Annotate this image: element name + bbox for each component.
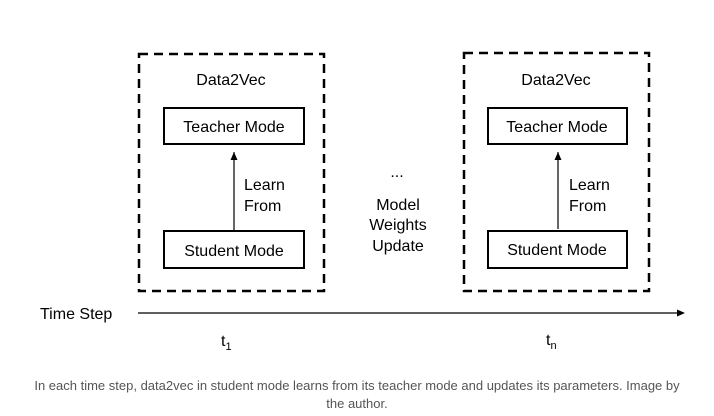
tick-subscript-first: 1 xyxy=(225,341,231,353)
learn-from-arrowhead xyxy=(554,152,562,160)
time-step-panel-first: Data2Vec Teacher Mode Learn From Student… xyxy=(137,52,326,293)
panel-title: Data2Vec xyxy=(196,72,265,89)
from-label: From xyxy=(244,198,281,215)
panel-dashed-border xyxy=(137,52,326,293)
student-mode-label: Student Mode xyxy=(184,243,284,260)
teacher-mode-box xyxy=(163,107,305,145)
tick-subscript-last: n xyxy=(550,340,556,352)
weights-label: Weights xyxy=(369,217,427,234)
model-weights-update-note: ... Model Weights Update xyxy=(369,164,427,255)
figure-caption: In each time step, data2vec in student m… xyxy=(0,377,714,413)
time-step-panel-last: Data2Vec Teacher Mode Learn From Student… xyxy=(462,51,651,293)
caption-line-2: the author. xyxy=(326,396,388,411)
update-label: Update xyxy=(372,238,424,255)
ellipsis: ... xyxy=(390,164,403,181)
student-mode-box xyxy=(487,230,628,269)
teacher-mode-label: Teacher Mode xyxy=(183,119,284,136)
model-label: Model xyxy=(376,197,420,214)
timeline: Time Step t1 tn xyxy=(40,306,685,353)
teacher-mode-label: Teacher Mode xyxy=(506,119,607,136)
time-step-label: Time Step xyxy=(40,306,112,323)
teacher-mode-box xyxy=(487,107,628,145)
student-mode-box xyxy=(163,230,305,269)
student-mode-label: Student Mode xyxy=(507,242,607,259)
caption-line-1: In each time step, data2vec in student m… xyxy=(34,378,680,393)
tick-label-last: tn xyxy=(546,332,557,352)
timeline-arrowhead xyxy=(677,309,685,317)
learn-label: Learn xyxy=(569,177,610,194)
panel-title: Data2Vec xyxy=(521,72,590,89)
panel-dashed-border xyxy=(462,51,651,293)
learn-label: Learn xyxy=(244,177,285,194)
data2vec-diagram: Data2Vec Teacher Mode Learn From Student… xyxy=(40,51,685,353)
tick-label-first: t1 xyxy=(221,333,232,353)
from-label: From xyxy=(569,198,606,215)
learn-from-arrowhead xyxy=(230,152,238,160)
